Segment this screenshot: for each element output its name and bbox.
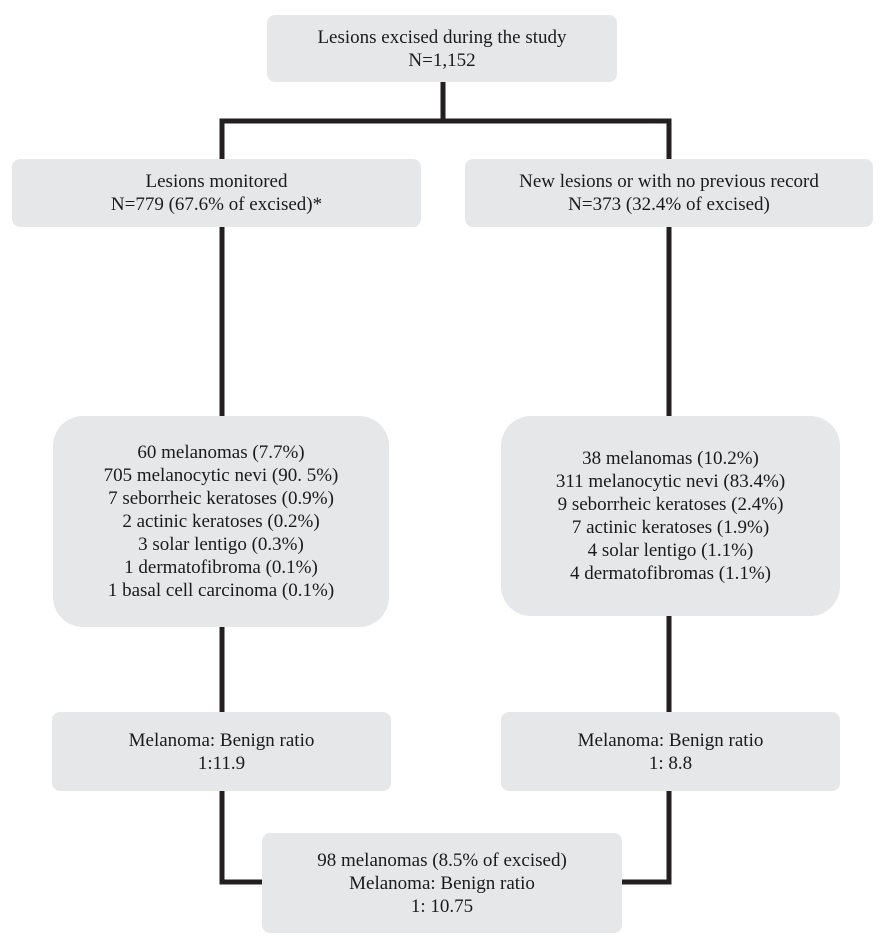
diagnosis-item: 60 melanomas (7.7%) [137, 442, 305, 463]
ratio-value: 1:11.9 [197, 752, 246, 774]
diagnosis-item: 4 solar lentigo (1.1%) [587, 540, 754, 561]
ratio-label: Melanoma: Benign ratio [128, 729, 315, 751]
diagnosis-item: 7 seborrheic keratoses (0.9%) [108, 488, 334, 509]
diagnosis-item: 4 dermatofibromas (1.1%) [569, 563, 772, 584]
total-ratio-value: 1: 10.75 [410, 895, 474, 917]
ratio-label: Melanoma: Benign ratio [577, 729, 764, 751]
diagnosis-item: 705 melanocytic nevi (90. 5%) [103, 465, 339, 486]
diagnosis-item: 1 dermatofibroma (0.1%) [124, 557, 318, 578]
total-ratio-label: Melanoma: Benign ratio [349, 872, 535, 894]
diagnosis-item: 38 melanomas (10.2%) [582, 448, 759, 469]
new-lesions-title: New lesions or with no previous record [519, 171, 819, 192]
diagnosis-item: 1 basal cell carcinoma (0.1%) [107, 580, 335, 601]
monitored-title: Lesions monitored [145, 171, 288, 192]
diagnosis-item: 3 solar lentigo (0.3%) [138, 534, 304, 555]
connector-nratio-to-total [619, 788, 672, 885]
total-summary-box: 98 melanomas (8.5% of excised) Melanoma:… [262, 833, 622, 933]
total-melanomas: 98 melanomas (8.5% of excised) [317, 849, 567, 871]
new-lesions-node-box: New lesions or with no previous record N… [465, 159, 873, 227]
diagnosis-item: 9 seborrheic keratoses (2.4%) [557, 494, 784, 515]
root-node-box: Lesions excised during the study N=1,152 [267, 15, 617, 82]
diagnosis-item: 7 actinic keratoses (1.9%) [571, 517, 770, 538]
monitored-diagnoses-box: 60 melanomas (7.7%) 705 melanocytic nevi… [53, 416, 389, 627]
monitored-node-box: Lesions monitored N=779 (67.6% of excise… [12, 159, 421, 227]
monitored-count: N=779 (67.6% of excised)* [110, 194, 323, 215]
root-count: N=1,152 [408, 49, 476, 71]
new-lesions-count: N=373 (32.4% of excised) [568, 194, 770, 215]
root-title: Lesions excised during the study [317, 26, 567, 48]
new-diagnoses-box: 38 melanomas (10.2%) 311 melanocytic nev… [501, 416, 840, 616]
connector-mratio-to-total [219, 788, 265, 885]
monitored-ratio-box: Melanoma: Benign ratio 1:11.9 [52, 712, 391, 791]
diagnosis-item: 2 actinic keratoses (0.2%) [122, 511, 320, 532]
new-ratio-box: Melanoma: Benign ratio 1: 8.8 [501, 712, 840, 791]
ratio-value: 1: 8.8 [648, 752, 693, 774]
diagnosis-item: 311 melanocytic nevi (83.4%) [555, 471, 786, 492]
